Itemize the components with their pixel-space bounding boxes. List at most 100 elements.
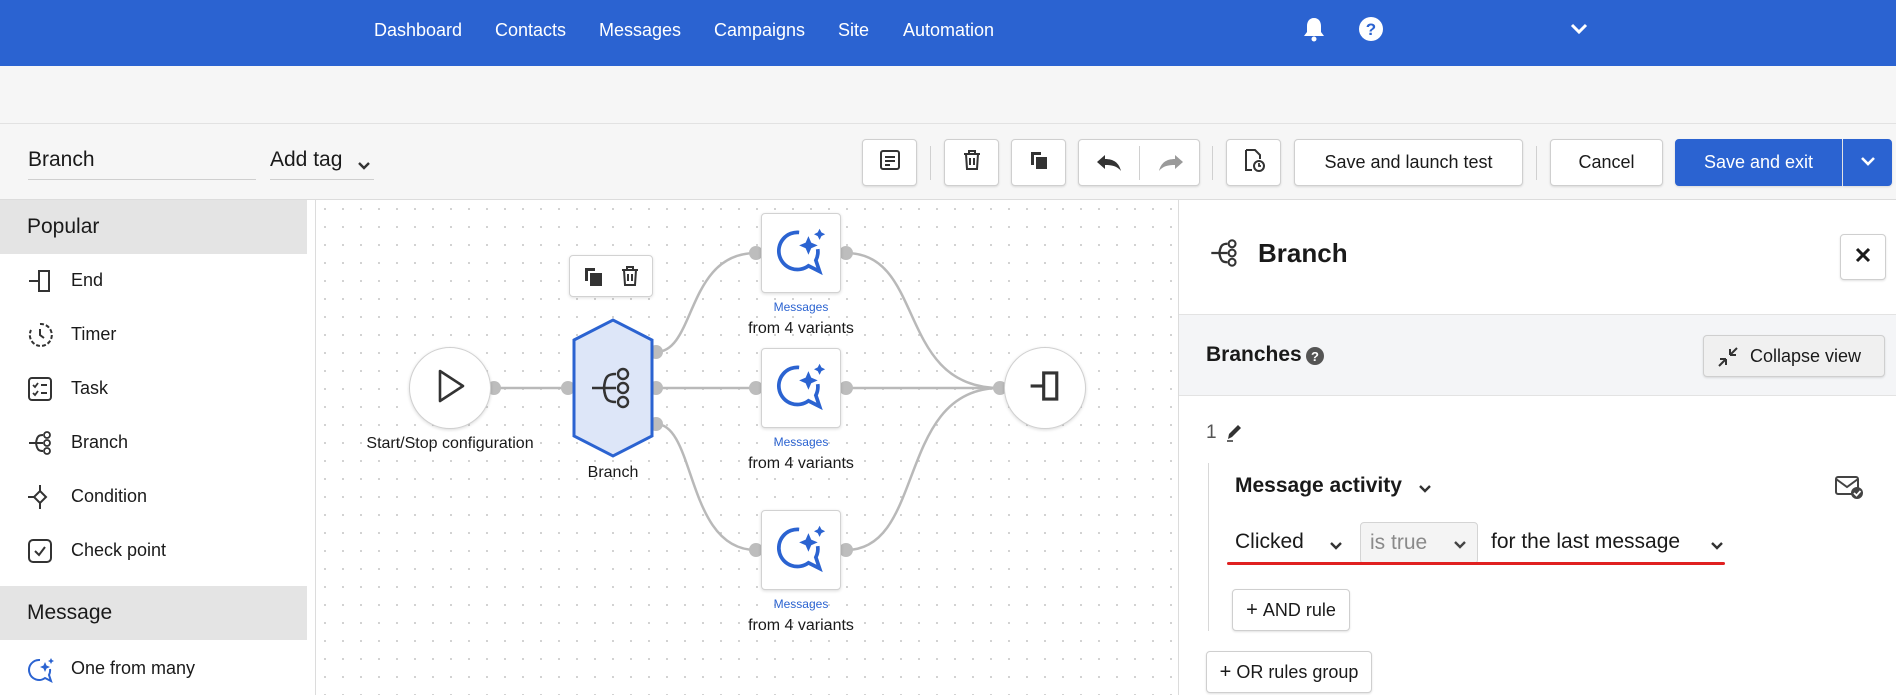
pencil-icon[interactable] <box>1225 422 1243 447</box>
event-value: Clicked <box>1235 530 1304 553</box>
palette-item-one-from-many[interactable]: One from many <box>0 642 307 695</box>
or-rules-group-button[interactable]: + OR rules group <box>1206 651 1372 693</box>
palette-item-task[interactable]: Task <box>0 362 307 416</box>
message-node[interactable] <box>761 213 841 293</box>
node-mini-toolbar <box>569 255 653 297</box>
help-icon[interactable]: ? <box>1305 346 1325 371</box>
scope-value: for the last message <box>1491 530 1681 553</box>
branch-node-label: Branch <box>587 464 639 481</box>
version-history-button[interactable] <box>1226 139 1281 186</box>
chevron-down-icon <box>1417 482 1433 500</box>
palette-section-message: Message <box>0 586 307 640</box>
collapse-view-button[interactable]: Collapse view <box>1703 335 1885 377</box>
redo-icon[interactable] <box>1155 151 1187 180</box>
palette-item-condition[interactable]: Condition <box>0 470 307 524</box>
highlight-underline <box>1227 562 1725 565</box>
trash-icon[interactable] <box>618 264 642 293</box>
nav-messages[interactable]: Messages <box>599 20 682 40</box>
undo-redo-group <box>1078 139 1200 186</box>
start-stop-node[interactable] <box>409 347 491 429</box>
toolbar-divider <box>930 146 931 180</box>
note-icon <box>878 148 902 177</box>
palette-item-label: One from many <box>71 658 196 678</box>
condition-icon <box>27 484 53 510</box>
message-node-label: from 4 variants <box>748 455 854 472</box>
or-rules-group-label: OR rules group <box>1236 661 1359 682</box>
help-icon[interactable]: ? <box>1358 16 1384 47</box>
branches-header: Branches ? Collapse view <box>1179 314 1896 396</box>
add-tag-dropdown[interactable]: Add tag <box>270 146 374 180</box>
branch-node[interactable] <box>570 318 656 458</box>
message-node[interactable] <box>761 348 841 428</box>
duplicate-button[interactable] <box>1011 139 1066 186</box>
undo-icon[interactable] <box>1093 151 1125 180</box>
notes-button[interactable] <box>862 139 917 186</box>
save-options-dropdown[interactable] <box>1843 139 1892 186</box>
play-icon <box>433 367 467 410</box>
cancel-button[interactable]: Cancel <box>1550 139 1663 186</box>
nav-contacts[interactable]: Contacts <box>495 20 567 40</box>
toolbar-divider <box>1212 146 1213 180</box>
timer-icon <box>27 322 53 348</box>
collapse-view-label: Collapse view <box>1750 346 1862 366</box>
chevron-down-icon <box>1709 539 1725 557</box>
message-node-label: from 4 variants <box>748 320 854 337</box>
start-stop-label: Start/Stop configuration <box>366 435 534 452</box>
secondary-strip <box>0 66 1896 124</box>
message-activity-label: Message activity <box>1235 474 1402 497</box>
chevron-down-icon[interactable] <box>1569 22 1589 41</box>
palette-item-end[interactable]: End <box>0 254 307 308</box>
message-node-type: Messages <box>773 435 829 449</box>
scope-dropdown[interactable]: for the last message <box>1491 530 1731 562</box>
nav-dashboard[interactable]: Dashboard <box>374 20 463 40</box>
bell-icon[interactable] <box>1302 16 1326 47</box>
palette-item-timer[interactable]: Timer <box>0 308 307 362</box>
palette-item-check-point[interactable]: Check point <box>0 524 307 578</box>
plus-icon: + <box>1219 660 1232 683</box>
message-activity-dropdown[interactable]: Message activity <box>1235 474 1431 504</box>
palette-item-branch[interactable]: Branch <box>0 416 307 470</box>
palette-section-popular: Popular <box>0 200 307 254</box>
email-check-icon[interactable] <box>1834 474 1864 505</box>
nav-campaigns[interactable]: Campaigns <box>714 20 806 40</box>
delete-button[interactable] <box>944 139 999 186</box>
operator-dropdown[interactable]: is true <box>1360 522 1478 564</box>
message-node-label: from 4 variants <box>748 617 854 634</box>
palette-item-label: Check point <box>71 540 167 560</box>
copy-icon <box>1027 148 1051 177</box>
event-dropdown[interactable]: Clicked <box>1235 530 1345 562</box>
chevron-down-icon <box>356 154 372 178</box>
palette-item-label: Task <box>71 378 109 398</box>
editor-toolbar: Branch Add tag Save and lau <box>0 124 1896 200</box>
copy-icon[interactable] <box>582 265 606 294</box>
save-and-exit-button[interactable]: Save and exit <box>1675 139 1842 186</box>
nav-automation[interactable]: Automation <box>903 20 995 40</box>
workflow-canvas[interactable]: Start/Stop configuration Branch Messages… <box>316 200 1178 695</box>
task-icon <box>27 376 53 402</box>
svg-text:?: ? <box>1366 20 1376 39</box>
palette-item-label: Branch <box>71 432 129 452</box>
branch-icon <box>1209 238 1239 273</box>
trash-icon <box>960 148 984 177</box>
branches-label: Branches <box>1206 343 1302 366</box>
and-rule-button[interactable]: + AND rule <box>1232 589 1350 631</box>
message-node[interactable] <box>761 510 841 590</box>
end-icon <box>27 268 53 294</box>
plus-icon: + <box>1246 598 1258 621</box>
and-rule-label: AND rule <box>1262 599 1336 620</box>
collapse-icon <box>1716 345 1740 374</box>
end-icon <box>1028 369 1062 408</box>
branch-number: 1 <box>1206 422 1217 443</box>
close-panel-button[interactable] <box>1840 234 1886 280</box>
one-from-many-icon <box>775 360 827 417</box>
save-and-launch-test-button[interactable]: Save and launch test <box>1294 139 1523 186</box>
chevron-down-icon <box>1859 152 1877 173</box>
element-palette: Popular End Timer Task Branch Condition <box>0 200 316 695</box>
message-node-type: Messages <box>773 300 829 314</box>
automation-name-input[interactable]: Branch <box>28 146 256 180</box>
panel-title: Branch <box>1258 238 1348 268</box>
nav-site[interactable]: Site <box>838 20 870 40</box>
branch-icon <box>592 367 630 409</box>
history-icon <box>1241 147 1267 178</box>
end-node[interactable] <box>1004 347 1086 429</box>
